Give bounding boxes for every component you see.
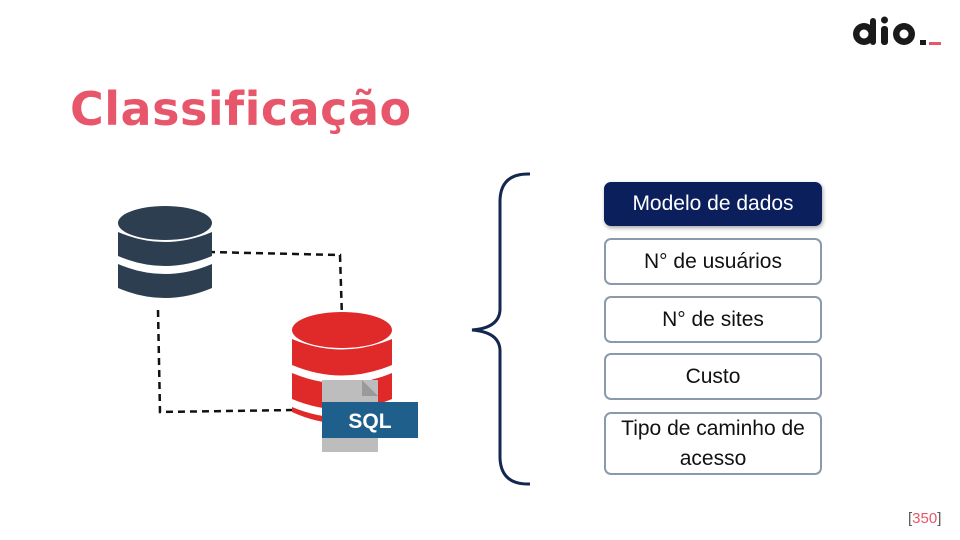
item-tipo-de-caminho-de-acesso[interactable]: Tipo de caminho de acesso xyxy=(604,412,822,475)
sql-badge-text: SQL xyxy=(348,410,391,433)
item-modelo-de-dados[interactable]: Modelo de dados xyxy=(604,182,822,226)
page-title: Classificação xyxy=(70,82,412,136)
connector-lines xyxy=(156,250,344,414)
item-numero-de-sites[interactable]: N° de sites xyxy=(604,296,822,343)
dio-logo xyxy=(853,16,941,45)
sql-file-icon: SQL xyxy=(322,380,418,452)
item-label: Custo xyxy=(685,364,741,388)
curly-brace xyxy=(471,172,531,486)
item-numero-de-usuarios[interactable]: N° de usuários xyxy=(604,238,822,285)
item-label: Tipo de caminho de acesso xyxy=(621,416,805,470)
database-illustration: SQL xyxy=(118,206,418,452)
item-label: N° de sites xyxy=(662,307,764,331)
database-dark-icon xyxy=(118,206,212,298)
item-label: Modelo de dados xyxy=(632,192,794,215)
item-label: N° de usuários xyxy=(644,249,782,273)
page-number: [350] xyxy=(908,510,942,527)
item-custo[interactable]: Custo xyxy=(604,353,822,400)
